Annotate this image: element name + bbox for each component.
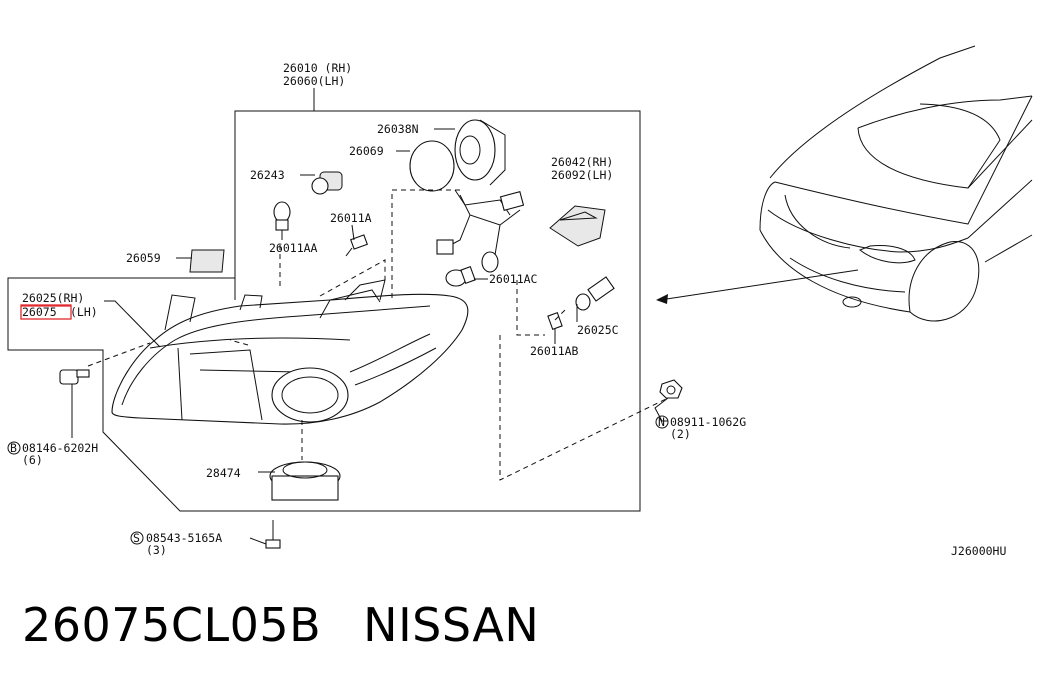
part-26243-shape xyxy=(311,171,343,195)
dashed-guide-lines xyxy=(87,189,669,481)
part-28474-shape xyxy=(269,461,341,501)
location-arrowhead xyxy=(656,294,668,304)
label-26011ac: 26011AC xyxy=(489,272,538,286)
caption-part-number: 26075CL05B xyxy=(22,598,322,652)
label-assy-rh: 26010 (RH) xyxy=(283,61,352,75)
diagram-code: J26000HU xyxy=(951,544,1006,558)
label-26011aa: 26011AA xyxy=(269,241,318,255)
label-26059: 26059 xyxy=(126,251,161,265)
bolt-shape xyxy=(59,369,90,385)
part-26011aa-shape xyxy=(273,201,291,231)
label-nut: 08911-1062G xyxy=(670,415,746,429)
label-26038n: 26038N xyxy=(377,122,419,136)
label-26075-lh-suffix: (LH) xyxy=(70,305,98,319)
bolt-circle-icon xyxy=(7,441,21,455)
part-26025c-shape xyxy=(575,276,615,311)
label-assy-lh: 26060(LH) xyxy=(283,74,345,88)
vehicle-illustration xyxy=(759,45,1033,322)
highlight-box-26075 xyxy=(20,304,72,320)
part-26011ab-shape xyxy=(547,312,563,330)
label-nut-qty: (2) xyxy=(670,427,691,441)
assembly-frame xyxy=(7,88,641,512)
label-28474: 28474 xyxy=(206,466,241,480)
nut-circle-icon xyxy=(655,415,669,429)
label-26092-lh: 26092(LH) xyxy=(551,168,613,182)
label-bolt-qty: (6) xyxy=(22,453,43,467)
label-26011a: 26011A xyxy=(330,211,372,225)
bolt-circle-letter: B xyxy=(10,441,17,455)
label-26075-lh: 26075 xyxy=(22,305,57,319)
headlamp-assembly xyxy=(111,279,469,425)
label-screw: 08543-5165A xyxy=(146,531,222,545)
leader-lines xyxy=(71,128,669,545)
screw-circle-letter: S xyxy=(133,531,140,545)
location-arrow xyxy=(659,269,859,301)
label-bolt: 08146-6202H xyxy=(22,441,98,455)
part-caption: 26075CL05B NISSAN xyxy=(22,598,539,652)
part-26069-shape xyxy=(409,140,455,192)
part-26042-shape xyxy=(549,205,606,247)
label-26025c: 26025C xyxy=(577,323,619,337)
part-26011ac-shape xyxy=(445,266,476,287)
caption-brand: NISSAN xyxy=(363,598,540,652)
screw-shape xyxy=(265,520,281,549)
label-26042-rh: 26042(RH) xyxy=(551,155,613,169)
screw-circle-icon xyxy=(130,531,144,545)
nut-circle-letter: N xyxy=(658,415,665,429)
part-26011a-shape xyxy=(345,234,368,257)
part-26059-shape xyxy=(189,249,225,273)
label-screw-qty: (3) xyxy=(146,543,167,557)
label-26011ab: 26011AB xyxy=(530,344,579,358)
label-26243: 26243 xyxy=(250,168,285,182)
nut-shape xyxy=(659,379,683,399)
label-26025-rh: 26025(RH) xyxy=(22,291,84,305)
label-26069: 26069 xyxy=(349,144,384,158)
wiring-harness xyxy=(436,190,525,273)
